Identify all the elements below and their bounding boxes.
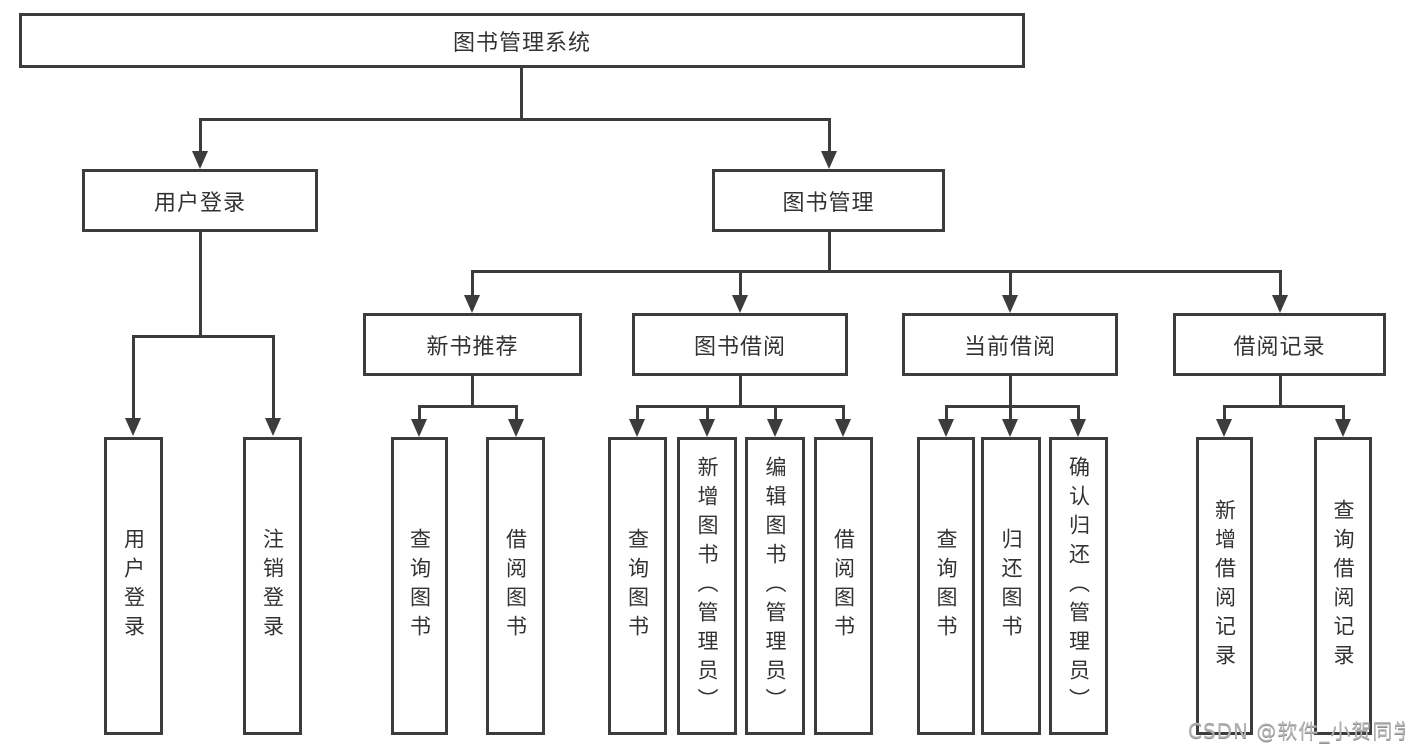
connector-arrow-stem [705, 405, 709, 421]
leaf-query-book-borrow-label: 查询图书 [625, 528, 650, 644]
connector-arrow-stem [1222, 405, 1226, 421]
arrow-down-icon [464, 295, 480, 313]
node-user-login-label: 用户登录 [153, 190, 246, 216]
leaf-return-book-label: 归还图书 [999, 528, 1023, 644]
arrow-down-icon [1335, 419, 1351, 437]
leaf-add-book-admin-label: 新增图书（管理员） [695, 455, 719, 717]
leaf-borrow-book-label: 借阅图书 [831, 528, 856, 644]
leaf-query-borrow-record-label: 查询借阅记录 [1331, 499, 1355, 673]
arrow-down-icon [938, 419, 954, 437]
node-new-book-recommend-label: 新书推荐 [426, 334, 519, 360]
arrow-down-icon [629, 419, 645, 437]
connector-arrow-stem [417, 405, 421, 421]
leaf-edit-book-admin-label: 编辑图书（管理员） [763, 455, 787, 717]
node-book-borrow-label: 图书借阅 [693, 334, 786, 360]
node-book-management-label: 图书管理 [782, 190, 875, 216]
connector-borrow-record-stem [1278, 376, 1282, 408]
connector-leaf-logout-arrow-stem [271, 335, 275, 420]
arrow-down-icon [125, 418, 141, 436]
connector-arrow-stem [514, 405, 518, 421]
connector-book-management-arrow-stem [827, 118, 831, 152]
connector-current-borrow-arrow-stem [1008, 270, 1012, 297]
leaf-add-borrow-record-label: 新增借阅记录 [1212, 499, 1237, 673]
connector-user-login-arrow-stem [198, 118, 202, 152]
leaf-add-book-admin: 新增图书（管理员） [677, 437, 737, 735]
connector-book-management-stem [827, 232, 831, 273]
leaf-borrow-book-recommend-label: 借阅图书 [503, 528, 528, 644]
connector-current-borrow-hline [944, 405, 1080, 408]
connector-root-stem [520, 68, 523, 120]
arrow-down-icon [265, 418, 281, 436]
connector-arrow-stem [944, 405, 948, 421]
leaf-query-book-recommend-label: 查询图书 [407, 528, 432, 644]
leaf-return-book: 归还图书 [981, 437, 1041, 735]
connector-current-borrow-stem [1008, 376, 1012, 408]
leaf-query-book-current-label: 查询图书 [934, 528, 958, 644]
connector-user-login-hline [131, 335, 275, 338]
arrow-down-icon [732, 295, 748, 313]
connector-book-borrow-hline [635, 405, 845, 408]
node-borrow-record-label: 借阅记录 [1233, 334, 1326, 360]
node-book-borrow: 图书借阅 [632, 313, 848, 376]
leaf-confirm-return-admin: 确认归还（管理员） [1049, 437, 1108, 735]
node-root-label: 图书管理系统 [452, 30, 591, 56]
leaf-edit-book-admin: 编辑图书（管理员） [745, 437, 805, 735]
connector-borrow-record-hline [1222, 405, 1345, 408]
connector-user-login-stem [198, 232, 202, 338]
csdn-watermark: CSDN @软件_小贺同学 [1188, 719, 1405, 743]
connector-arrow-stem [635, 405, 639, 421]
arrow-down-icon [699, 419, 715, 437]
leaf-user-login-label: 用户登录 [121, 528, 146, 644]
arrow-down-icon [1216, 419, 1232, 437]
leaf-query-book-recommend: 查询图书 [391, 437, 448, 735]
arrow-down-icon [1002, 295, 1018, 313]
leaf-query-borrow-record: 查询借阅记录 [1314, 437, 1372, 735]
node-new-book-recommend: 新书推荐 [363, 313, 582, 376]
connector-new-book-stem [470, 376, 474, 408]
connector-arrow-stem [773, 405, 777, 421]
connector-borrow-record-arrow-stem [1278, 270, 1282, 297]
connector-new-book-arrow-stem [470, 270, 474, 297]
node-current-borrow-label: 当前借阅 [963, 334, 1056, 360]
arrow-down-icon [192, 151, 208, 169]
leaf-confirm-return-admin-label: 确认归还（管理员） [1066, 455, 1091, 717]
node-book-management: 图书管理 [712, 169, 945, 232]
arrow-down-icon [1070, 419, 1086, 437]
leaf-borrow-book-recommend: 借阅图书 [486, 437, 545, 735]
leaf-user-login: 用户登录 [104, 437, 163, 735]
connector-level2-hline [199, 118, 831, 121]
leaf-logout-label: 注销登录 [260, 528, 285, 644]
connector-book-borrow-stem [738, 376, 742, 408]
leaf-query-book-borrow: 查询图书 [608, 437, 667, 735]
connector-book-borrow-arrow-stem [738, 270, 742, 297]
arrow-down-icon [767, 419, 783, 437]
arrow-down-icon [835, 419, 851, 437]
connector-level3-hline [470, 270, 1282, 273]
node-root: 图书管理系统 [19, 13, 1025, 68]
leaf-query-book-current: 查询图书 [917, 437, 975, 735]
leaf-borrow-book: 借阅图书 [814, 437, 873, 735]
leaf-add-borrow-record: 新增借阅记录 [1196, 437, 1253, 735]
node-borrow-record: 借阅记录 [1173, 313, 1386, 376]
connector-arrow-stem [841, 405, 845, 421]
arrow-down-icon [508, 419, 524, 437]
connector-arrow-stem [1076, 405, 1080, 421]
arrow-down-icon [1272, 295, 1288, 313]
connector-new-book-hline [417, 405, 518, 408]
arrow-down-icon [411, 419, 427, 437]
node-user-login: 用户登录 [82, 169, 318, 232]
connector-arrow-stem [1341, 405, 1345, 421]
arrow-down-icon [1002, 419, 1018, 437]
connector-leaf-user-login-arrow-stem [131, 335, 135, 420]
arrow-down-icon [821, 151, 837, 169]
node-current-borrow: 当前借阅 [902, 313, 1118, 376]
leaf-logout: 注销登录 [243, 437, 302, 735]
connector-arrow-stem [1008, 405, 1012, 421]
